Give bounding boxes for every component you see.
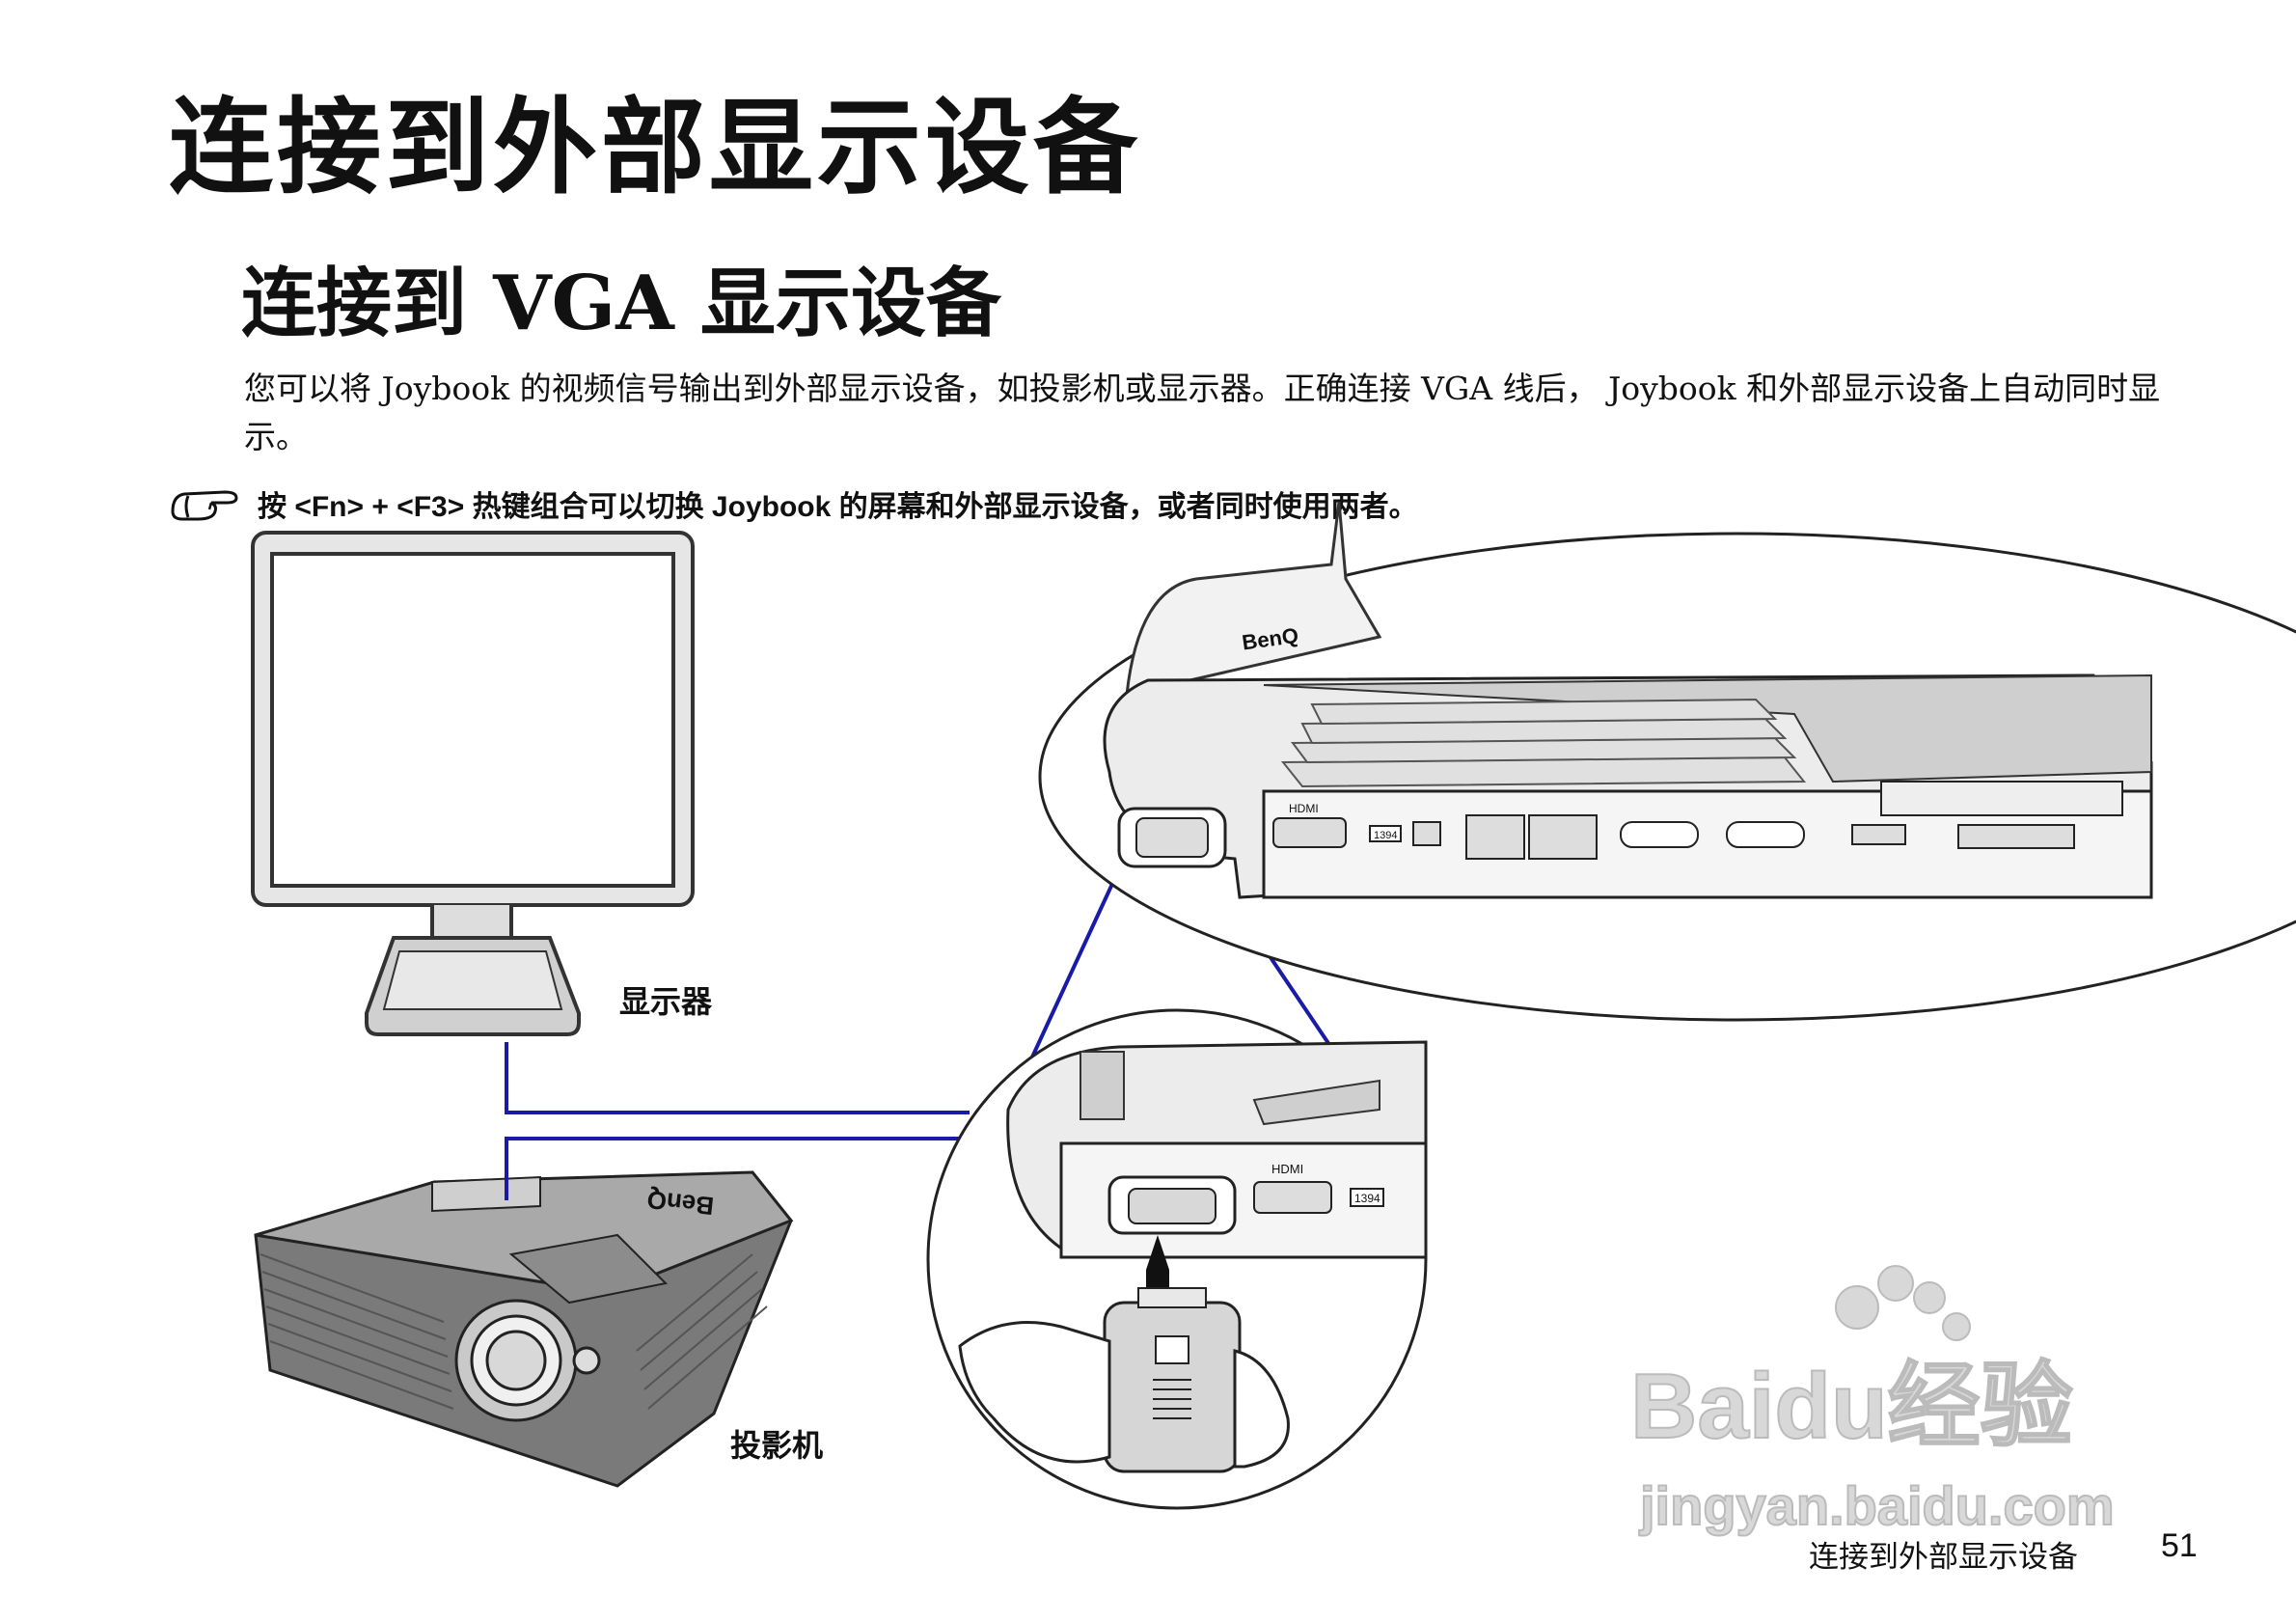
laptop-closeup: BenQ HDMI 1394 (1038, 501, 2296, 1022)
chapter-title: 连接到外部显示设备 (169, 88, 1142, 208)
monitor (251, 531, 695, 1036)
ieee1394-label-closeup: 1394 (1354, 1192, 1380, 1205)
projector: BenQ (254, 1170, 794, 1488)
vga-plug-closeup: HDMI 1394 (926, 1008, 1428, 1510)
watermark-url: jingyan.baidu.com (1639, 1475, 2115, 1536)
pointing-hand-icon (171, 490, 238, 521)
page-number: 51 (2161, 1527, 2198, 1564)
watermark-brand: Baidu经验 (1630, 1355, 2073, 1458)
footer-chapter-title: 连接到外部显示设备 (1809, 1540, 2078, 1574)
ieee1394-label: 1394 (1374, 830, 1397, 841)
note: 按 <Fn> + <F3> 热键组合可以切换 Joybook 的屏幕和外部显示设… (169, 480, 1418, 528)
section-title: 连接到 VGA 显示设备 (241, 260, 1001, 347)
hdmi-label: HDMI (1289, 802, 1319, 815)
baidu-jingyan-watermark: Baidu经验 jingyan.baidu.com (1629, 1265, 2116, 1537)
hdmi-label-closeup: HDMI (1271, 1162, 1303, 1176)
projector-brand: BenQ (645, 1185, 715, 1221)
note-text: 按 <Fn> + <F3> 热键组合可以切换 Joybook 的屏幕和外部显示设… (258, 491, 1418, 523)
monitor-label: 显示器 (619, 984, 713, 1019)
intro-paragraph: 您可以将 Joybook 的视频信号输出到外部显示设备，如投影机或显示器。正确连… (244, 370, 2161, 455)
projector-label: 投影机 (730, 1428, 824, 1463)
